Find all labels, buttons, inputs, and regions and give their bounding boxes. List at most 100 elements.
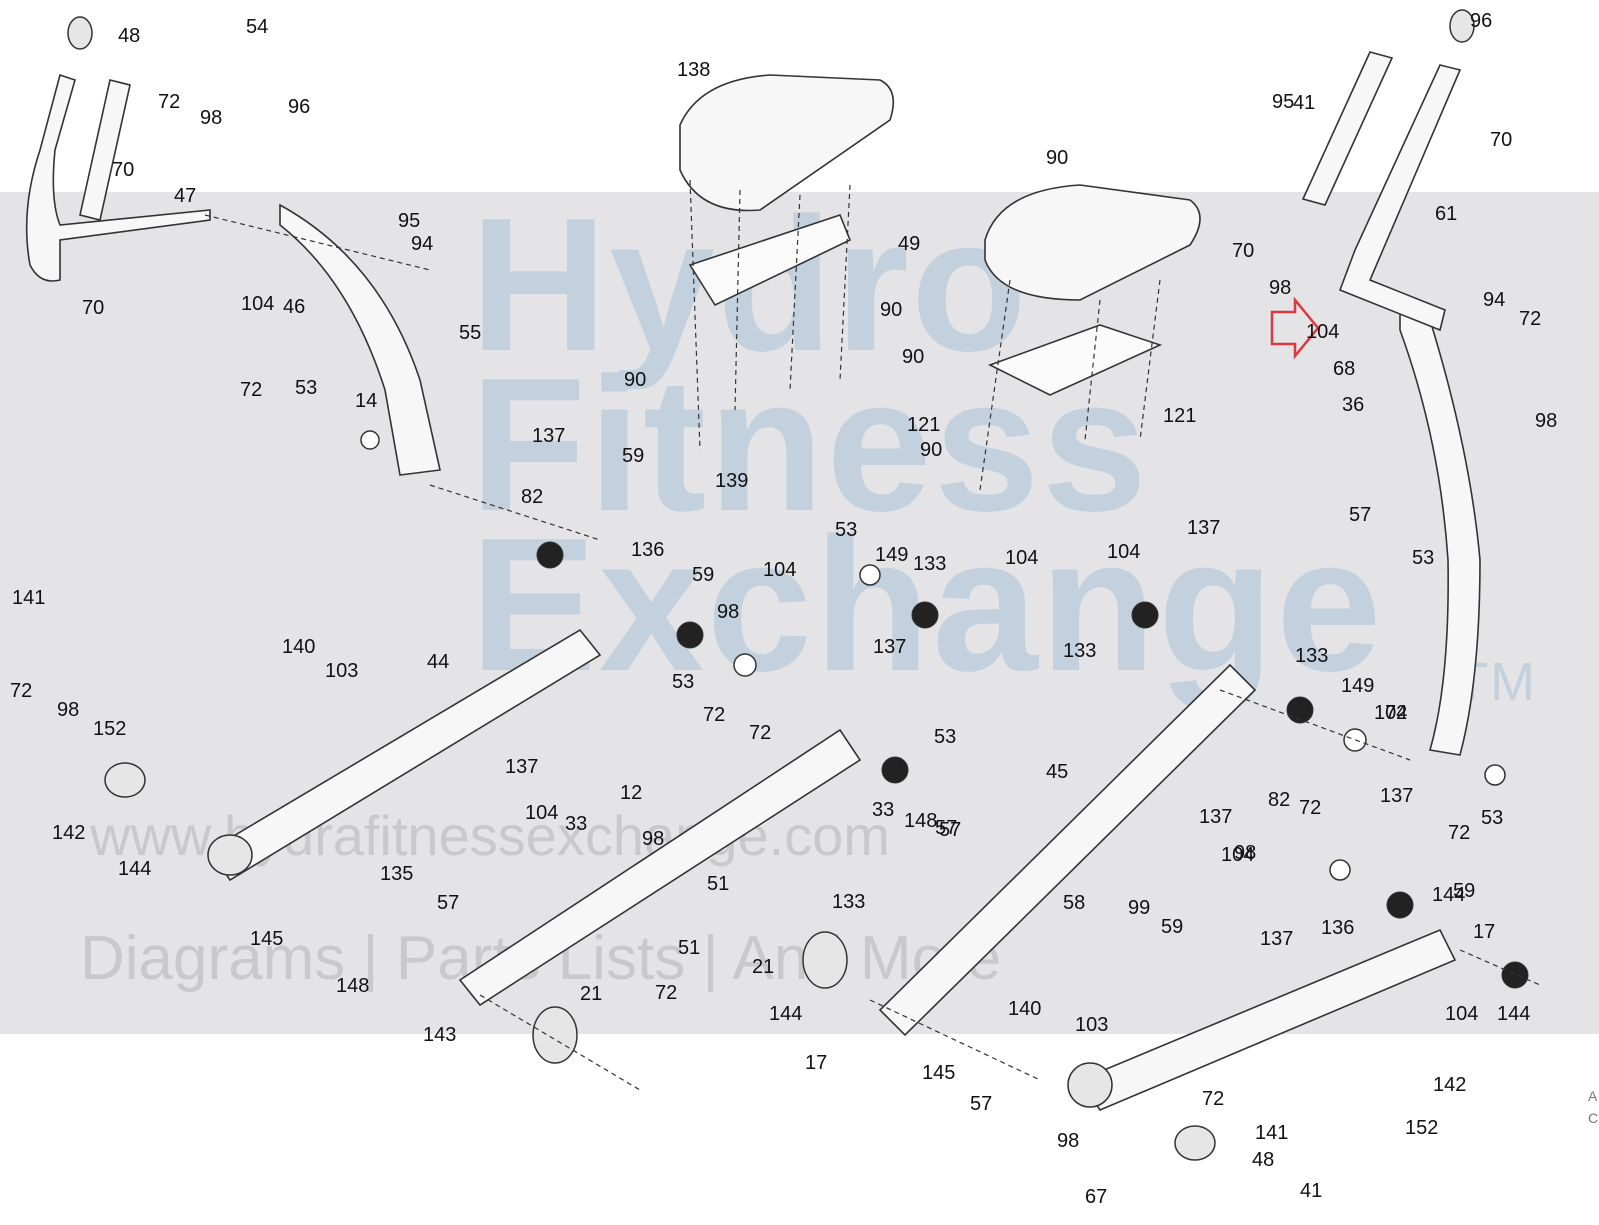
red-arrow-icon [1270,296,1320,360]
part-callout-104: 104 [1221,844,1255,866]
part-callout-148: 148 [336,975,370,997]
part-callout-138: 138 [677,59,711,81]
part-callout-72: 72 [703,704,726,726]
part-callout-104: 104 [1005,547,1039,569]
part-callout-121: 121 [907,414,941,436]
part-callout-137: 137 [1187,517,1221,539]
part-callout-70: 70 [112,159,135,181]
bearing-59-c [1386,891,1414,919]
assembly-line-f [839,184,851,381]
part-callout-145: 145 [250,928,284,950]
part-callout-140: 140 [282,636,316,658]
part-callout-72: 72 [10,680,33,702]
washer-53-b [859,564,881,586]
part-callout-98: 98 [1234,842,1257,864]
cap-48-left [67,16,93,50]
part-callout-149: 149 [1341,675,1375,697]
part-callout-53: 53 [1481,807,1504,829]
part-callout-133: 133 [832,891,866,913]
part-callout-96: 96 [1470,10,1493,32]
part-callout-70: 70 [1232,240,1255,262]
part-callout-57: 57 [437,892,460,914]
bearing-59-b [676,621,704,649]
part-callout-142: 142 [1433,1074,1467,1096]
assembly-line-g [979,279,1011,491]
part-callout-72: 72 [655,982,678,1004]
part-callout-141: 141 [1255,1122,1289,1144]
part-callout-49: 49 [898,233,921,255]
part-callout-136: 136 [1321,917,1355,939]
part-callout-72: 72 [749,722,772,744]
assembly-line-b [429,484,601,541]
part-callout-57: 57 [935,817,958,839]
wheel-51-left [532,1006,578,1064]
assembly-line-e [789,194,801,391]
part-callout-90: 90 [902,346,925,368]
knob-142-left [104,762,146,798]
corner-mark-c: C [1588,1110,1599,1126]
part-callout-133: 133 [913,553,947,575]
part-callout-90: 90 [624,369,647,391]
part-callout-57: 57 [970,1093,993,1115]
part-callout-103: 103 [1075,1014,1109,1036]
part-callout-98: 98 [717,601,740,623]
assembly-line-h [1084,299,1101,441]
frame-44 [208,628,602,882]
frame-58 [1078,928,1457,1111]
bearing-133-c [1286,696,1314,724]
part-callout-98: 98 [1057,1130,1080,1152]
washer-53-a [360,430,380,450]
part-callout-142: 142 [52,822,86,844]
part-callout-53: 53 [295,377,318,399]
assembly-line-m [1459,949,1541,986]
assembly-line-i [1139,279,1161,441]
part-callout-72: 72 [1299,797,1322,819]
part-callout-140: 140 [1008,998,1042,1020]
part-callout-137: 137 [1199,806,1233,828]
part-callout-47: 47 [174,185,197,207]
part-callout-70: 70 [1490,129,1513,151]
part-callout-136: 136 [631,539,665,561]
part-callout-135: 135 [380,863,414,885]
part-callout-139: 139 [715,470,749,492]
part-callout-98: 98 [642,828,665,850]
part-callout-90: 90 [920,439,943,461]
part-callout-14: 14 [355,390,378,412]
part-callout-41: 41 [1300,1180,1323,1202]
part-callout-33: 33 [565,813,588,835]
part-callout-137: 137 [532,425,566,447]
part-callout-96: 96 [288,96,311,118]
assembly-line-c [689,179,701,451]
assembly-line-d [734,189,741,411]
handlebar-61 [1338,64,1462,332]
part-callout-149: 149 [875,544,909,566]
handle-tube-41-left [79,79,131,221]
part-callout-137: 137 [505,756,539,778]
part-callout-51: 51 [707,873,730,895]
frame-45 [878,663,1257,1037]
part-callout-104: 104 [241,293,275,315]
knob-142-right [1174,1125,1216,1161]
part-callout-94: 94 [1483,289,1506,311]
part-callout-48: 48 [1252,1149,1275,1171]
part-callout-67: 67 [1085,1186,1108,1208]
plate-139 [987,324,1163,396]
part-callout-61: 61 [1435,203,1458,225]
pedal-49 [984,184,1201,301]
part-callout-144: 144 [1432,884,1466,906]
part-callout-58: 58 [1063,892,1086,914]
part-callout-94: 94 [411,233,434,255]
part-callout-137: 137 [1260,928,1294,950]
pedal-14 [679,74,895,212]
part-callout-46: 46 [283,296,306,318]
part-callout-72: 72 [1202,1088,1225,1110]
part-callout-44: 44 [427,651,450,673]
part-callout-41: 41 [1293,92,1316,114]
washer-53-f [1329,859,1351,881]
part-callout-21: 21 [580,983,603,1005]
part-callout-99: 99 [1128,897,1151,919]
part-callout-53: 53 [672,671,695,693]
watermark-band [0,192,1599,1034]
washer-53-d [1343,728,1367,752]
